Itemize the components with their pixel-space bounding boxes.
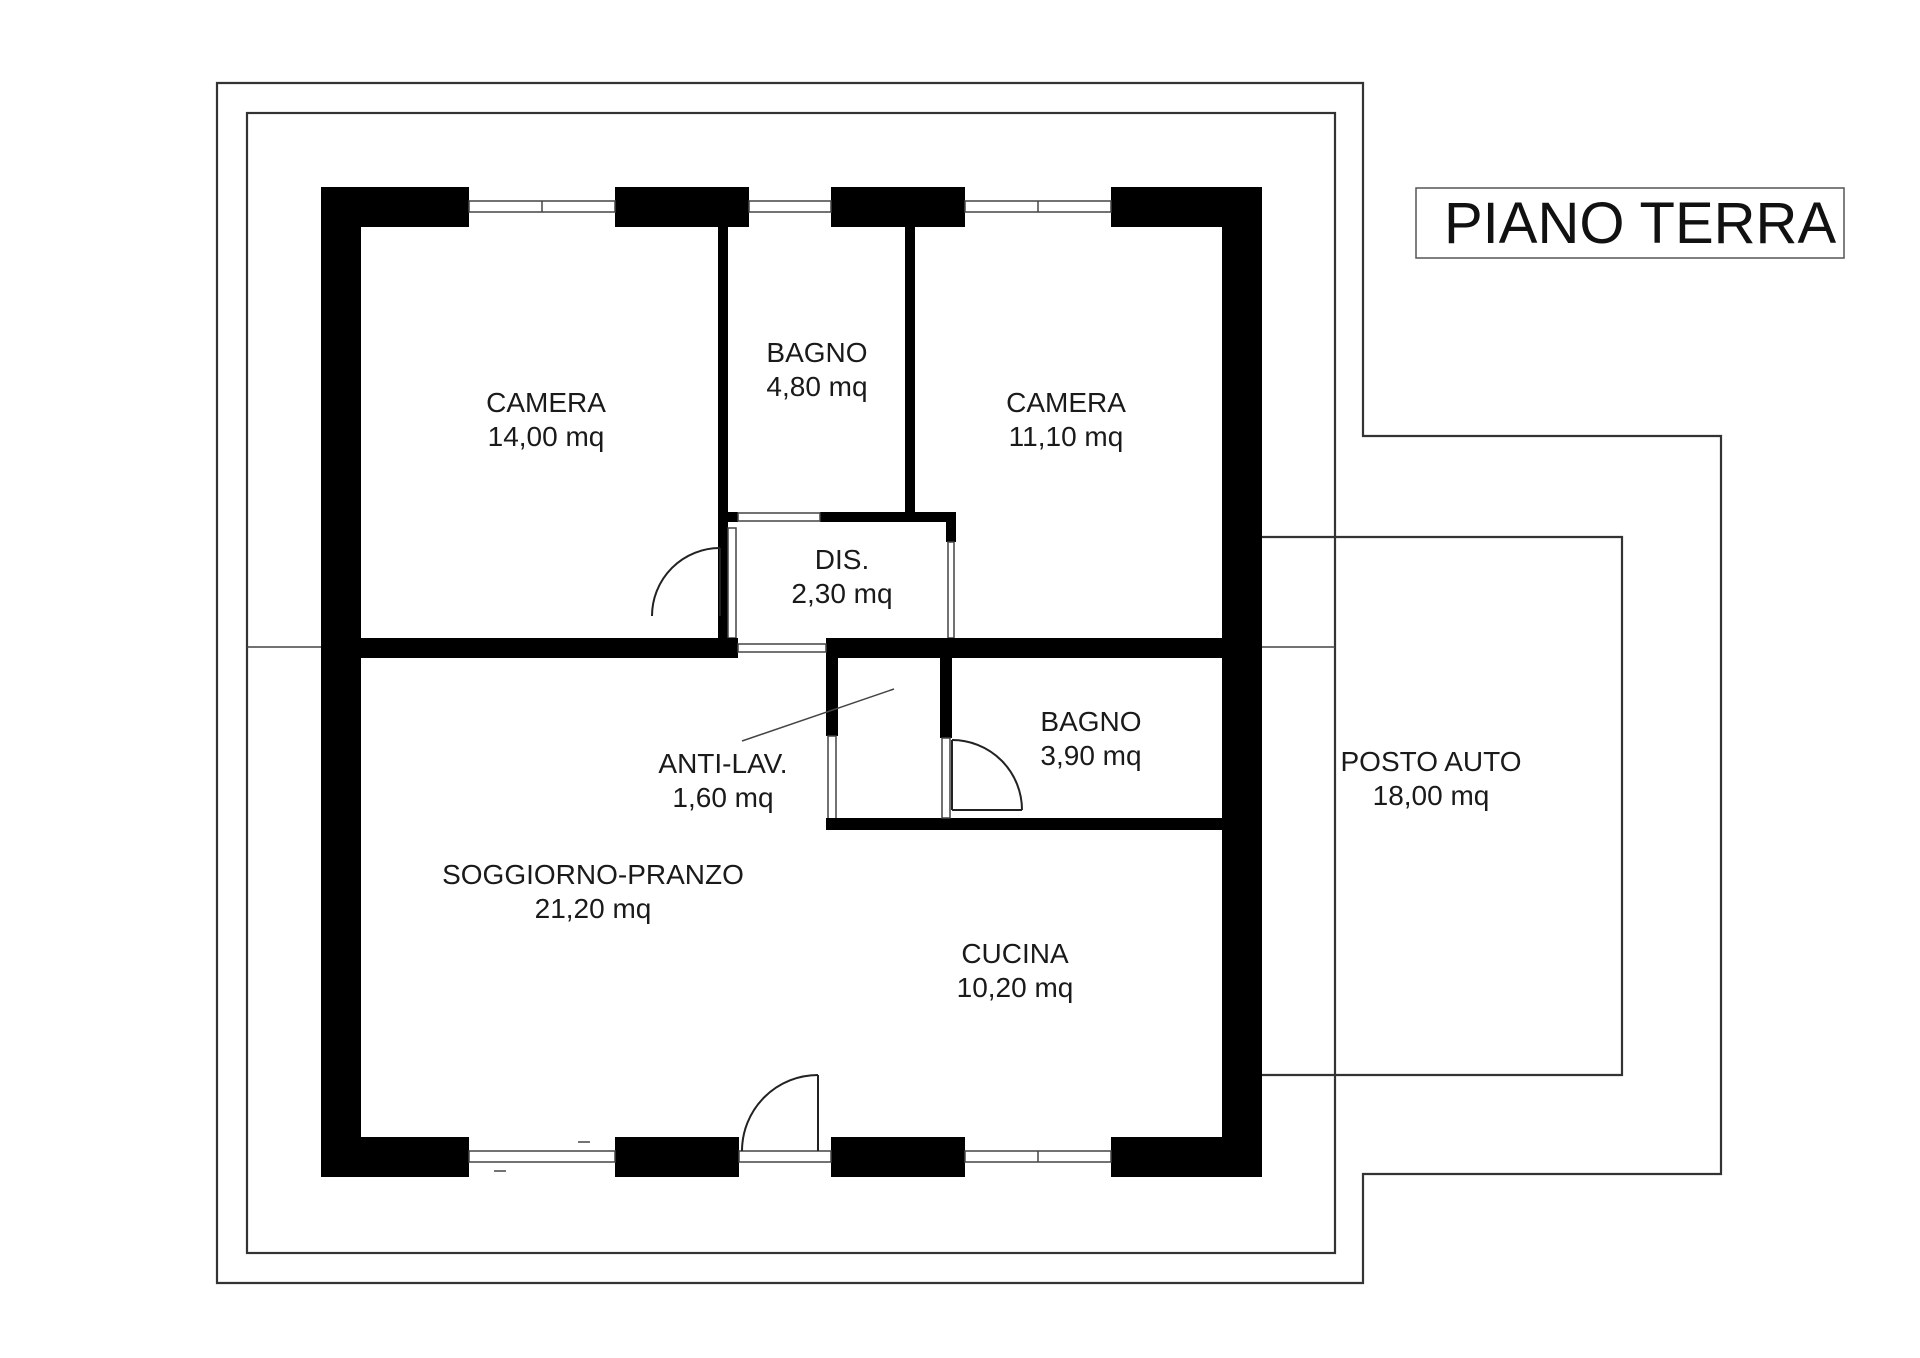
window-dis-top <box>737 512 821 522</box>
room-dis-area: 2,30 mq <box>791 578 892 609</box>
wall-mid-left <box>361 638 738 658</box>
glass-antilav-right <box>941 737 951 819</box>
wall-right <box>1222 187 1262 1177</box>
room-bagno-2-name: BAGNO <box>1040 706 1141 737</box>
wall-top-2 <box>615 187 749 227</box>
wall-bottom-4 <box>1111 1137 1260 1177</box>
wall-bottom-3 <box>831 1137 965 1177</box>
room-dis-name: DIS. <box>815 544 869 575</box>
room-posto-auto-name: POSTO AUTO <box>1340 746 1521 777</box>
room-bagno-1-area: 4,80 mq <box>766 371 867 402</box>
wall-bagno-camera2 <box>905 227 915 512</box>
window-top-1 <box>468 200 616 213</box>
room-cucina-name: CUCINA <box>961 938 1069 969</box>
room-camera-2-area: 11,10 mq <box>1009 421 1124 452</box>
wall-camera1-bagno-lower <box>718 512 728 640</box>
wall-top-3 <box>831 187 965 227</box>
door-bagno2 <box>951 739 1023 811</box>
window-bottom-kitchen <box>964 1150 1112 1163</box>
window-top-3 <box>964 200 1112 213</box>
room-camera-2-name: CAMERA <box>1006 387 1126 418</box>
sliding-door-bottom <box>468 1141 616 1172</box>
room-camera-1-name: CAMERA <box>486 387 606 418</box>
wall-dis-right <box>946 512 956 542</box>
parking-outline <box>1262 535 1624 1077</box>
title-block: PIANO TERRA <box>1415 187 1845 259</box>
wall-dis-top-right <box>820 512 954 522</box>
room-posto-auto-area: 18,00 mq <box>1373 780 1490 811</box>
room-bagno-1-name: BAGNO <box>766 337 867 368</box>
room-soggiorno-name: SOGGIORNO-PRANZO <box>442 859 744 890</box>
antilav-leader-line <box>741 688 895 742</box>
room-antilav-name: ANTI-LAV. <box>658 748 787 779</box>
room-cucina-area: 10,20 mq <box>957 972 1074 1003</box>
page-title: PIANO TERRA <box>1444 191 1836 256</box>
room-soggiorno-area: 21,20 mq <box>535 893 652 924</box>
glass-dis-bottom <box>737 643 827 653</box>
inner-lot-outline <box>245 111 1337 1255</box>
wall-bottom-2 <box>615 1137 739 1177</box>
glass-dis-right <box>947 541 955 639</box>
entrance-door <box>738 1074 832 1163</box>
wall-camera1-bagno <box>718 227 728 512</box>
glass-antilav-left <box>827 735 837 821</box>
door-camera1 <box>651 547 721 617</box>
wall-dis-top-left <box>728 512 738 522</box>
wall-mid-right <box>826 638 1222 658</box>
room-bagno-2-area: 3,90 mq <box>1040 740 1141 771</box>
wall-antilav-left <box>826 658 838 736</box>
glass-dis-left <box>727 527 737 639</box>
wall-bottom-1 <box>321 1137 469 1177</box>
wall-antilav-right <box>940 658 952 738</box>
room-antilav-area: 1,60 mq <box>672 782 773 813</box>
window-top-2 <box>748 200 832 213</box>
wall-left <box>321 187 361 1177</box>
wall-antilav-bottom <box>826 818 1222 830</box>
lot-outline <box>215 81 1723 1285</box>
room-camera-1-area: 14,00 mq <box>488 421 605 452</box>
